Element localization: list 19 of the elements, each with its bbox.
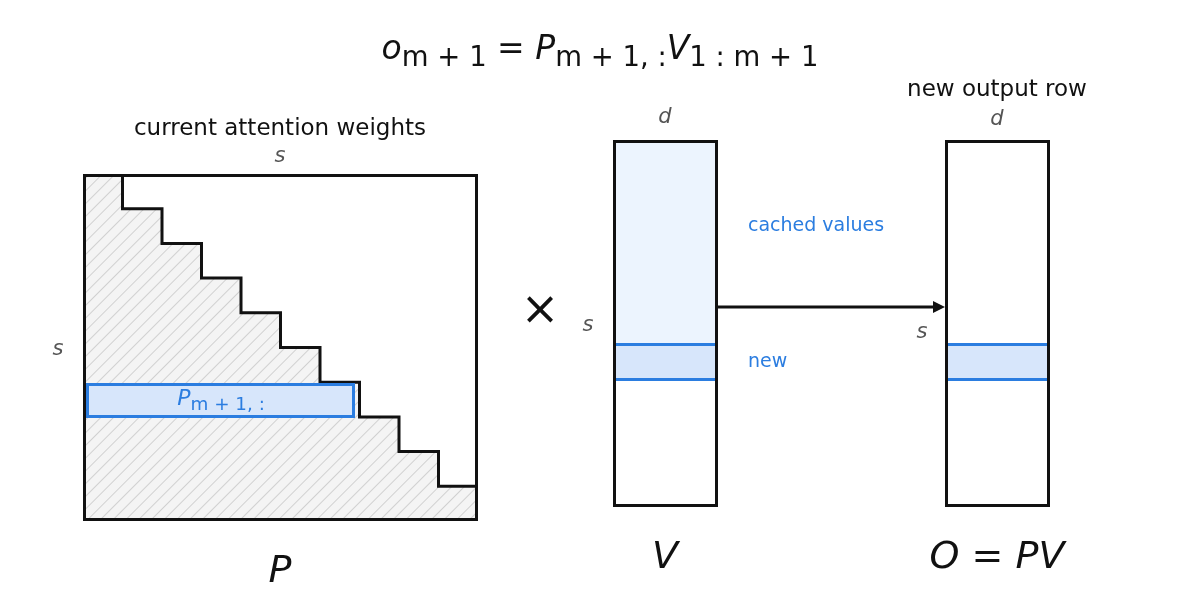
dimension-label: s	[582, 310, 594, 338]
matrix-expression: O = PV	[929, 532, 1065, 580]
matrix-heading: new output row	[907, 73, 1087, 103]
dimension-label: d	[658, 102, 672, 130]
formula-title: o$_{m + 1}$ = P$_{m + 1, :}$V$_{1 : m + 1}$	[381, 26, 819, 74]
matrix-symbol: P	[268, 546, 292, 594]
annotation-label: new	[748, 349, 788, 373]
highlighted-row	[948, 343, 1047, 381]
row-label: P$_{m + 1, :}$	[177, 383, 265, 417]
highlighted-row	[86, 383, 355, 418]
multiplication-sign: ×	[520, 280, 560, 338]
dimension-label: s	[274, 141, 286, 169]
matrix-symbol: V	[652, 532, 678, 580]
matrix-heading: current attention weights	[134, 112, 426, 142]
dimension-label: s	[916, 317, 928, 345]
dimension-label: d	[990, 104, 1004, 132]
annotation-label: cached values	[748, 213, 885, 237]
dimension-label: s	[52, 334, 64, 362]
arrow	[718, 301, 945, 313]
